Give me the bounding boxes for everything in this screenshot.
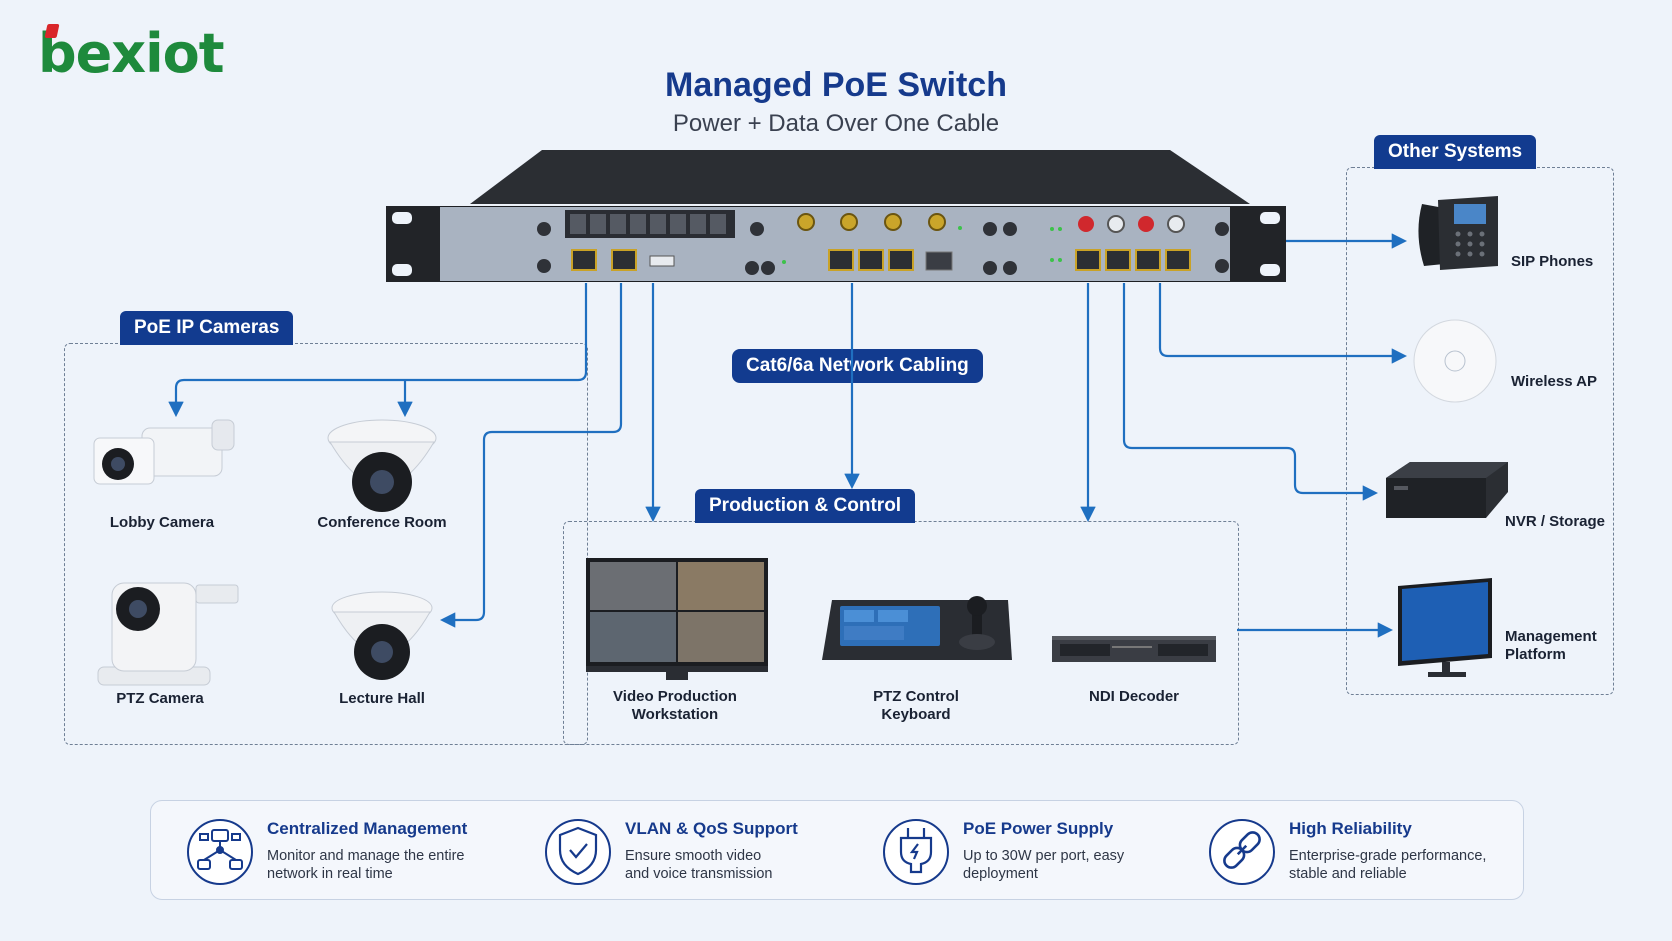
management-label-line1: Management — [1505, 628, 1597, 645]
monitor-icon — [586, 558, 768, 680]
bullet-camera-icon — [93, 419, 235, 485]
workstation-label-line1: Video Production — [613, 688, 737, 705]
cabling-label: Cat6/6a Network Cabling — [732, 349, 983, 383]
features-bar: Centralized Management Monitor and manag… — [150, 800, 1524, 900]
production-group-label: Production & Control — [695, 489, 916, 523]
feature-poe-power: PoE Power Supply Up to 30W per port, eas… — [883, 815, 1203, 885]
link-icon — [1223, 831, 1261, 869]
workstation-label-line2: Workstation — [631, 706, 719, 723]
camera-label-lobby: Lobby Camera — [109, 514, 215, 531]
network-hub-icon — [197, 829, 243, 870]
keyboard-label-line1: PTZ Control — [873, 688, 959, 705]
logo-text: bexiot — [38, 22, 225, 85]
production-label-workstation: Video Production Workstation — [590, 688, 760, 724]
ptz-camera-icon — [97, 582, 239, 686]
poe-switch-image — [386, 150, 1286, 282]
camera-label-conference: Conference Room — [317, 514, 447, 531]
access-point-icon — [1413, 319, 1497, 403]
other-label-management: Management Platform — [1505, 628, 1597, 664]
production-label-keyboard: PTZ Control Keyboard — [842, 688, 990, 724]
dome-camera-icon — [331, 591, 433, 680]
feature-title: Centralized Management — [267, 819, 468, 838]
page-title: Managed PoE Switch — [665, 66, 1007, 104]
cameras-group-label: PoE IP Cameras — [120, 311, 294, 345]
camera-label-lecture: Lecture Hall — [339, 690, 425, 707]
feature-title: VLAN & QoS Support — [625, 819, 798, 838]
feature-desc: Enterprise-grade performance,stable and … — [1289, 848, 1487, 882]
desk-phone-icon — [1418, 196, 1498, 270]
joystick-keyboard-icon — [822, 596, 1012, 660]
nvr-icon — [1386, 462, 1508, 518]
feature-title: High Reliability — [1289, 819, 1412, 838]
feature-title: PoE Power Supply — [963, 819, 1114, 838]
management-label-line2: Platform — [1505, 646, 1566, 663]
keyboard-label-line2: Keyboard — [881, 706, 951, 723]
connector-lines — [168, 233, 1408, 638]
other-label-nvr: NVR / Storage — [1505, 513, 1606, 530]
cameras-group — [64, 343, 588, 745]
monitor-icon — [1398, 578, 1492, 677]
power-plug-icon — [899, 828, 933, 874]
page-subtitle: Power + Data Over One Cable — [672, 110, 1000, 137]
shield-check-icon — [558, 826, 598, 876]
other-label-ap: Wireless AP — [1511, 373, 1598, 390]
other-systems-group-label: Other Systems — [1374, 135, 1537, 169]
other-label-sip: SIP Phones — [1511, 253, 1594, 270]
camera-label-ptz: PTZ Camera — [116, 690, 204, 707]
brand-logo: bexiot — [38, 22, 225, 85]
dome-camera-icon — [327, 419, 437, 512]
decoder-icon — [1052, 636, 1216, 662]
production-label-decoder: NDI Decoder — [1088, 688, 1180, 705]
feature-high-reliability: High Reliability Enterprise-grade perfor… — [1209, 815, 1509, 885]
